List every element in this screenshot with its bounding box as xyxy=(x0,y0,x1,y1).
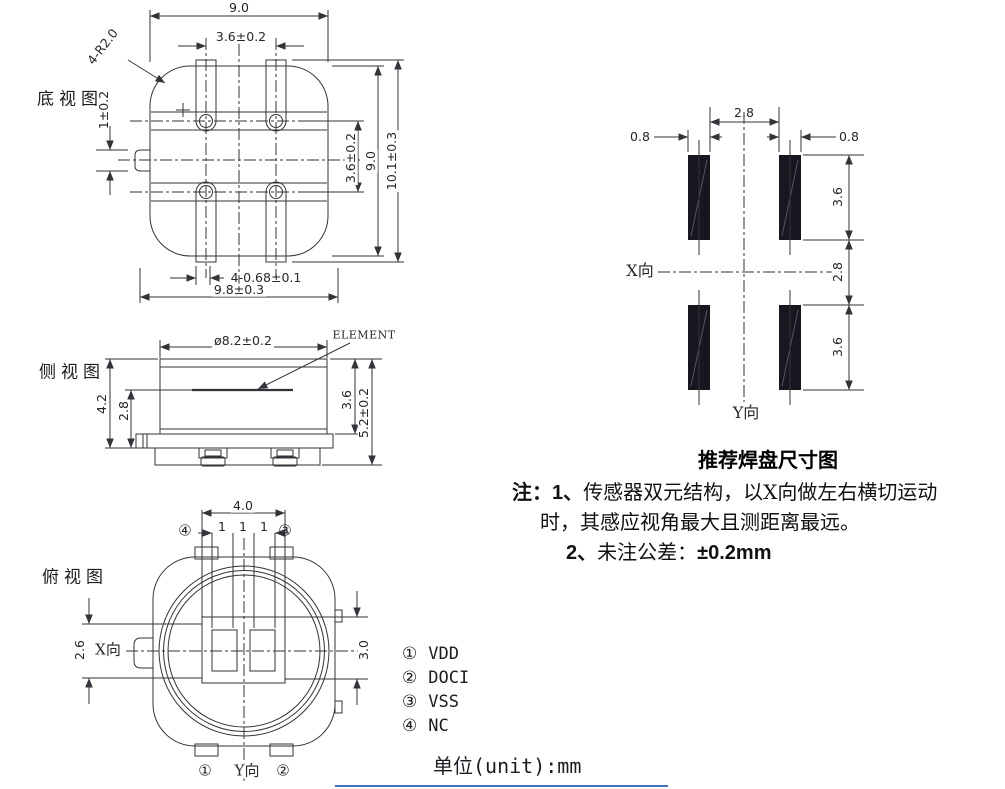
note-item1-line1: 传感器双元结构，以X向做左右横切运动 xyxy=(583,480,938,504)
note-prefix: 注： xyxy=(512,482,552,504)
pin-row-vdd: ① VDD xyxy=(402,642,469,666)
bottom-view-label: 底视图 xyxy=(37,89,103,110)
pin-2-num: ② xyxy=(402,668,418,688)
side-view-label: 侧视图 xyxy=(39,362,105,383)
dim-body-height: 9.0 xyxy=(362,149,378,173)
pin-marker-1: ① xyxy=(198,761,212,780)
dim-window-height: 3.0 xyxy=(355,638,371,662)
pin-marker-3: ③ xyxy=(278,521,292,540)
pin-assignment-list: ① VDD ② DOCI ③ VSS ④ NC xyxy=(402,642,469,738)
dim-side-overall-height: 5.2±0.2 xyxy=(355,385,371,441)
pin-3-name: VSS xyxy=(428,692,459,712)
dim-can-diameter: ø8.2±0.2 xyxy=(212,332,274,348)
dim-pad-inner-gap: 2.8 xyxy=(734,104,754,120)
bottom-divider-line xyxy=(335,785,668,787)
note-line-1: 注：1、传感器双元结构，以X向做左右横切运动 xyxy=(512,476,937,505)
dim-tab-width: 1±0.2 xyxy=(95,90,111,130)
element-label: ELEMENT xyxy=(332,328,396,342)
dim-can-height: 3.6 xyxy=(338,388,354,412)
dim-can-total-height: 4.2 xyxy=(93,394,109,414)
dim-element-c: 1 xyxy=(258,518,270,534)
pin-row-vss: ③ VSS xyxy=(402,690,469,714)
dim-overall-width: 9.8±0.3 xyxy=(211,281,267,297)
pad-x-axis-label: X向 xyxy=(626,261,654,280)
note-line-2: 时，其感应视角最大且测距离最远。 xyxy=(540,506,860,535)
dim-pin-slot: 4-0.68±0.1 xyxy=(230,269,302,285)
dim-pad-height-bottom: 3.6 xyxy=(829,335,845,359)
dim-pin-pitch-vertical: 3.6±0.2 xyxy=(342,130,358,186)
side-view-drawing xyxy=(105,340,382,467)
side-tab-outline xyxy=(133,637,153,669)
dim-body-width-top: 9.0 xyxy=(229,0,249,15)
note-item2-num: 2、 xyxy=(566,542,598,564)
pad-y-axis-label: Y向 xyxy=(732,403,760,422)
pad-layout-title: 推荐焊盘尺寸图 xyxy=(698,450,838,472)
note-line-3: 2、未注公差：±0.2mm xyxy=(566,536,771,565)
dim-element-a: 1 xyxy=(216,518,228,534)
dim-window-width: 4.0 xyxy=(231,497,255,513)
base-flange xyxy=(135,433,334,449)
pad-layout-drawing xyxy=(654,107,864,405)
sensor-can xyxy=(159,358,328,435)
dim-element-height: 2.8 xyxy=(115,401,131,421)
pin-1-name: VDD xyxy=(428,644,459,664)
element-leader xyxy=(257,342,351,390)
top-view-label: 俯视图 xyxy=(42,567,108,588)
pin-2-name: DOCI xyxy=(428,668,470,688)
pin-4-name: NC xyxy=(428,716,449,736)
pin-1-num: ① xyxy=(402,644,418,664)
pin-row-doci: ② DOCI xyxy=(402,666,469,690)
pin-3-num: ③ xyxy=(402,692,418,712)
base-body xyxy=(154,447,321,466)
note-item2-text: 未注公差： xyxy=(597,540,698,564)
dim-pad-width-left: 0.8 xyxy=(630,128,650,144)
dim-overall-height: 10.1±0.3 xyxy=(383,129,399,193)
dim-pin-pitch-horizontal: 3.6±0.2 xyxy=(213,28,269,44)
dim-window-offset: 2.6 xyxy=(71,640,87,660)
note-item1-line2: 时，其感应视角最大且测距离最远。 xyxy=(540,510,860,534)
top-view-drawing xyxy=(82,509,368,782)
note-item2-value: ±0.2mm xyxy=(697,542,772,564)
dim-pad-height-top: 3.6 xyxy=(829,185,845,209)
top-view-x-axis-label: X向 xyxy=(95,640,121,659)
dim-pad-width-right: 0.8 xyxy=(839,128,859,144)
pin-marker-4: ④ xyxy=(178,521,192,540)
dim-row-gap: 2.8 xyxy=(829,260,845,284)
bottom-view-drawing xyxy=(96,10,404,303)
top-view-y-axis-label: Y向 xyxy=(232,761,262,780)
dim-element-b: 1 xyxy=(237,518,249,534)
datum-cross xyxy=(176,103,190,117)
note-item1-num: 1、 xyxy=(552,482,584,504)
pin-row-nc: ④ NC xyxy=(402,714,469,738)
pin-marker-2: ② xyxy=(276,761,290,780)
pin-4-num: ④ xyxy=(402,716,418,736)
unit-label: 单位(unit):mm xyxy=(433,754,582,778)
